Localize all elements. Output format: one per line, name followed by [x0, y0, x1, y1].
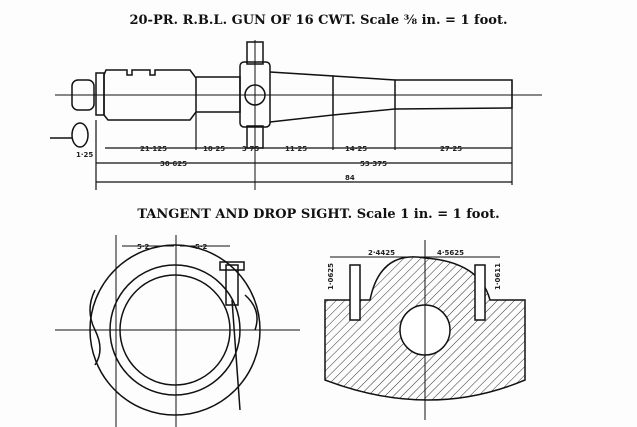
gun-drawing-title: 20-PR. R.B.L. GUN OF 16 CWT. Scale ⅜ in.… [129, 13, 508, 28]
total-length-label: 84 [345, 174, 355, 182]
dim-label: 11·25 [285, 145, 307, 153]
dim-label: 21·125 [140, 145, 167, 153]
dim-label: 1·25 [76, 151, 93, 159]
dim-label: 1·0611 [494, 263, 502, 290]
dim-label: 27·25 [440, 145, 462, 153]
sight-drawing-title: TANGENT AND DROP SIGHT. Scale 1 in. = 1 … [137, 207, 500, 222]
gun-side-elevation [50, 40, 542, 190]
sight-section-view [324, 240, 526, 420]
dim-label: 10·25 [203, 145, 225, 153]
sight-front-view [55, 235, 300, 427]
dim-label: 53·375 [360, 160, 387, 168]
dim-label: 4·5625 [437, 249, 464, 257]
dim-label: 5·2 [195, 243, 208, 251]
gun-dimension-lines [95, 80, 513, 190]
dim-label: 1·0625 [327, 263, 335, 290]
dim-label: 3·75 [242, 145, 259, 153]
dim-label: 30·625 [160, 160, 187, 168]
dim-label: 2·4425 [368, 249, 395, 257]
dim-label: 14·25 [345, 145, 367, 153]
dim-label: 5·2 [137, 243, 150, 251]
